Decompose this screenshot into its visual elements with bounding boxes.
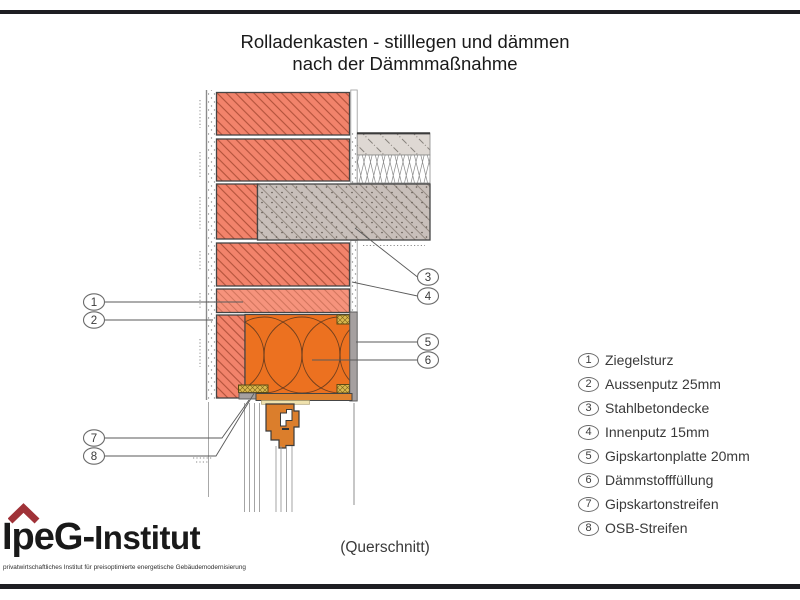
callout-4: 4 [416, 287, 440, 305]
exterior-plaster-layer [205, 90, 217, 497]
svg-text:5: 5 [425, 337, 431, 349]
legend-label: Aussenputz 25mm [605, 376, 721, 392]
svg-text:3: 3 [425, 272, 431, 284]
legend-badge: 8 [578, 520, 599, 536]
callout-1: 1 [82, 293, 106, 311]
callout-8: 8 [82, 447, 106, 465]
lintel-ziegelsturz [215, 288, 351, 314]
legend-label: Ziegelsturz [605, 352, 674, 368]
floor-screed-layer [356, 132, 431, 156]
page-title-line1: Rolladenkasten - stilllegen und dämmen [240, 31, 570, 52]
legend-badge: 5 [578, 448, 599, 464]
svg-text:4: 4 [425, 291, 432, 303]
legend-item-aussenputz: 2 Aussenputz 25mm [578, 372, 750, 396]
legend-label: Innenputz 15mm [605, 424, 710, 440]
svg-text:2: 2 [91, 315, 97, 327]
legend: 1 Ziegelsturz 2 Aussenputz 25mm 3 Stahlb… [578, 348, 750, 540]
legend-label: Stahlbetondecke [605, 400, 710, 416]
legend-item-innenputz: 4 Innenputz 15mm [578, 420, 750, 444]
legend-item-stahlbetondecke: 3 Stahlbetondecke [578, 396, 750, 420]
brick-column-lower [215, 314, 246, 399]
svg-text:6: 6 [425, 355, 431, 367]
logo-roof-icon [8, 503, 40, 524]
legend-label: Gipskartonplatte 20mm [605, 448, 750, 464]
legend-item-osb-streifen: 8 OSB-Streifen [578, 516, 750, 540]
legend-label: OSB-Streifen [605, 520, 688, 536]
dimension-marks [193, 100, 425, 463]
page-title: Rolladenkasten - stilllegen und dämmen n… [10, 31, 800, 74]
legend-item-daemmstofffuellung: 6 Dämmstofffüllung [578, 468, 750, 492]
svg-text:8: 8 [91, 451, 97, 463]
page-title-line2: nach der Dämmmaßnahme [292, 52, 518, 74]
legend-badge: 4 [578, 424, 599, 440]
legend-badge: 6 [578, 472, 599, 488]
roller-box-bottom-panel [255, 393, 353, 405]
svg-text:7: 7 [91, 433, 97, 445]
callout-6: 6 [416, 351, 440, 369]
legend-item-gipskartonstreifen: 7 Gipskartonstreifen [578, 492, 750, 516]
concrete-slab [256, 183, 431, 241]
callout-5: 5 [416, 333, 440, 351]
top-border-rule [0, 10, 800, 14]
callout-2: 2 [82, 311, 106, 329]
legend-item-ziegelsturz: 1 Ziegelsturz [578, 348, 750, 372]
legend-item-gipskartonplatte: 5 Gipskartonplatte 20mm [578, 444, 750, 468]
legend-badge: 1 [578, 352, 599, 368]
callout-7: 7 [82, 429, 106, 447]
roller-box-insulation [244, 313, 351, 396]
section-caption: (Querschnitt) [340, 539, 430, 556]
legend-badge: 2 [578, 376, 599, 392]
legend-label: Gipskartonstreifen [605, 496, 719, 512]
logo-name: IpeG-Institut [2, 516, 201, 558]
gypsum-board [238, 311, 358, 402]
legend-label: Dämmstofffüllung [605, 472, 714, 488]
window-frame [265, 403, 300, 449]
window-section-lines [244, 403, 355, 512]
callouts: 1 2 3 4 5 6 7 [82, 268, 440, 465]
legend-badge: 3 [578, 400, 599, 416]
callout-3: 3 [416, 268, 440, 286]
logo-tagline: privatwirtschaftliches Institut für prei… [3, 564, 246, 571]
svg-text:1: 1 [91, 297, 97, 309]
leader-lines [104, 227, 418, 457]
bottom-border-rule [0, 584, 800, 589]
legend-badge: 7 [578, 496, 599, 512]
impact-insulation-layer [356, 154, 431, 184]
brick-wall [215, 91, 351, 287]
